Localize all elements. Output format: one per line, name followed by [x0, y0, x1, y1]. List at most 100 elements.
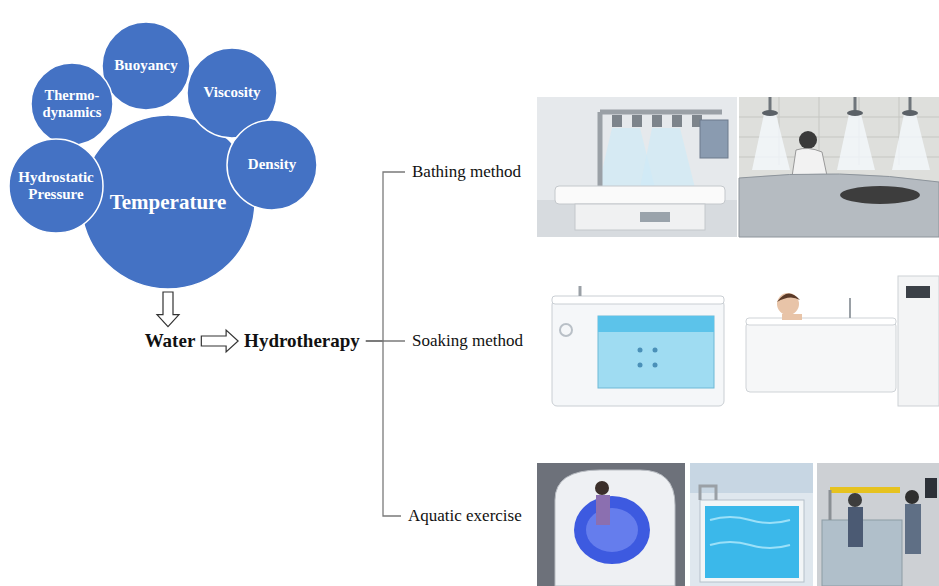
door-handle: [560, 324, 572, 336]
patient-head: [777, 293, 799, 315]
shower-rail: [600, 110, 722, 115]
method-label: Bathing method: [409, 161, 524, 183]
photo-ground: [817, 463, 939, 586]
window-glow: [586, 508, 638, 552]
therapy-pool-photo: [690, 463, 813, 586]
person-head: [595, 481, 609, 495]
shower-pipe: [854, 97, 857, 112]
wall: [690, 463, 813, 493]
tub-body: [552, 300, 724, 406]
steel-tub: [739, 174, 939, 237]
photo-ground: [690, 463, 813, 586]
flow-arrow: [157, 292, 179, 327]
node-label: Water: [145, 330, 196, 353]
circle-label: Temperature: [110, 190, 227, 214]
shower-head: [902, 110, 918, 116]
tub-rim: [552, 296, 724, 304]
concept-label: Water: [142, 329, 199, 354]
water-spray: [752, 114, 790, 170]
photo-ground: [537, 97, 737, 237]
circle-shape: [31, 63, 113, 145]
circle-label: Density: [248, 156, 296, 173]
glass-window: [598, 316, 714, 388]
node-label: Aquatic exercise: [408, 506, 522, 526]
method-label: Soaking method: [409, 330, 526, 352]
flow-arrow: [201, 330, 238, 352]
node-label: Soaking method: [412, 331, 523, 351]
shower-tub-photo: [739, 97, 939, 237]
pool-water: [705, 506, 799, 578]
shower-head: [672, 115, 682, 127]
shower-bed-photo: [537, 97, 737, 237]
circle-label: Viscosity: [204, 84, 261, 101]
photo-ground: [537, 463, 685, 586]
walk-in-tub-photo: [537, 263, 735, 413]
jet: [653, 348, 658, 353]
pool-frame: [700, 500, 804, 582]
treadmill-pod: [555, 470, 675, 586]
water: [598, 316, 714, 332]
photo-ground: [737, 263, 939, 413]
circle-shape: [9, 139, 103, 233]
node-label: Bathing method: [412, 162, 521, 182]
shower-head: [762, 110, 778, 116]
circle-label: Hydrostatic Pressure: [13, 169, 99, 204]
lit-window: [574, 496, 650, 564]
therapist-body: [905, 504, 921, 554]
patient-hair: [777, 293, 800, 302]
shower-pipe: [769, 97, 772, 112]
shower-head: [847, 110, 863, 116]
shower-head: [632, 115, 642, 127]
therapist-head: [905, 490, 919, 504]
tub-body: [746, 322, 896, 392]
therapist-head: [799, 131, 817, 149]
tap: [579, 286, 582, 296]
circle-shape: [227, 120, 317, 210]
shower-pipe: [909, 97, 912, 112]
handrail: [700, 486, 716, 500]
property-circle: Buoyancy: [101, 21, 191, 111]
bracket-line: [366, 172, 405, 341]
bed-base: [575, 204, 705, 230]
patient: [840, 186, 920, 204]
water-spray: [892, 114, 930, 170]
water-spray: [640, 128, 695, 188]
circle-label: Buoyancy: [114, 57, 177, 74]
jet: [638, 363, 643, 368]
shower-head: [652, 115, 662, 127]
jet: [638, 348, 643, 353]
control-unit: [898, 276, 939, 406]
circle-label: Thermo- dynamics: [38, 87, 106, 120]
jet: [653, 363, 658, 368]
concept-label: Hydrotherapy: [241, 329, 363, 354]
circle-shape: [102, 22, 190, 110]
shower-pole: [598, 112, 603, 188]
main-property-circle: Temperature: [80, 114, 256, 290]
property-circle: Thermo- dynamics: [30, 62, 114, 146]
patient-neck: [782, 314, 802, 320]
walking-tank-photo: [817, 463, 939, 586]
bed-box: [640, 212, 670, 222]
patient-body: [848, 507, 863, 547]
display: [906, 286, 930, 298]
property-circle: Density: [226, 119, 318, 211]
method-label: Aquatic exercise: [405, 505, 525, 527]
photo-ground: [537, 263, 735, 413]
underwater-treadmill-photo: [537, 463, 685, 586]
bathtub-photo: [737, 263, 939, 413]
bar-post: [829, 490, 832, 520]
patient-head: [848, 493, 862, 507]
shower-head: [612, 115, 622, 127]
monitor: [925, 478, 937, 498]
bracket-line: [366, 341, 401, 516]
tub-rim: [746, 318, 896, 325]
support-bar: [830, 487, 900, 493]
photo-ground: [739, 97, 939, 237]
water-spray: [837, 114, 875, 170]
water-ripples: [710, 517, 790, 548]
person-body: [596, 495, 610, 525]
circle-shape: [81, 115, 255, 289]
property-circle: Hydrostatic Pressure: [8, 138, 104, 234]
treatment-bed: [555, 186, 725, 204]
